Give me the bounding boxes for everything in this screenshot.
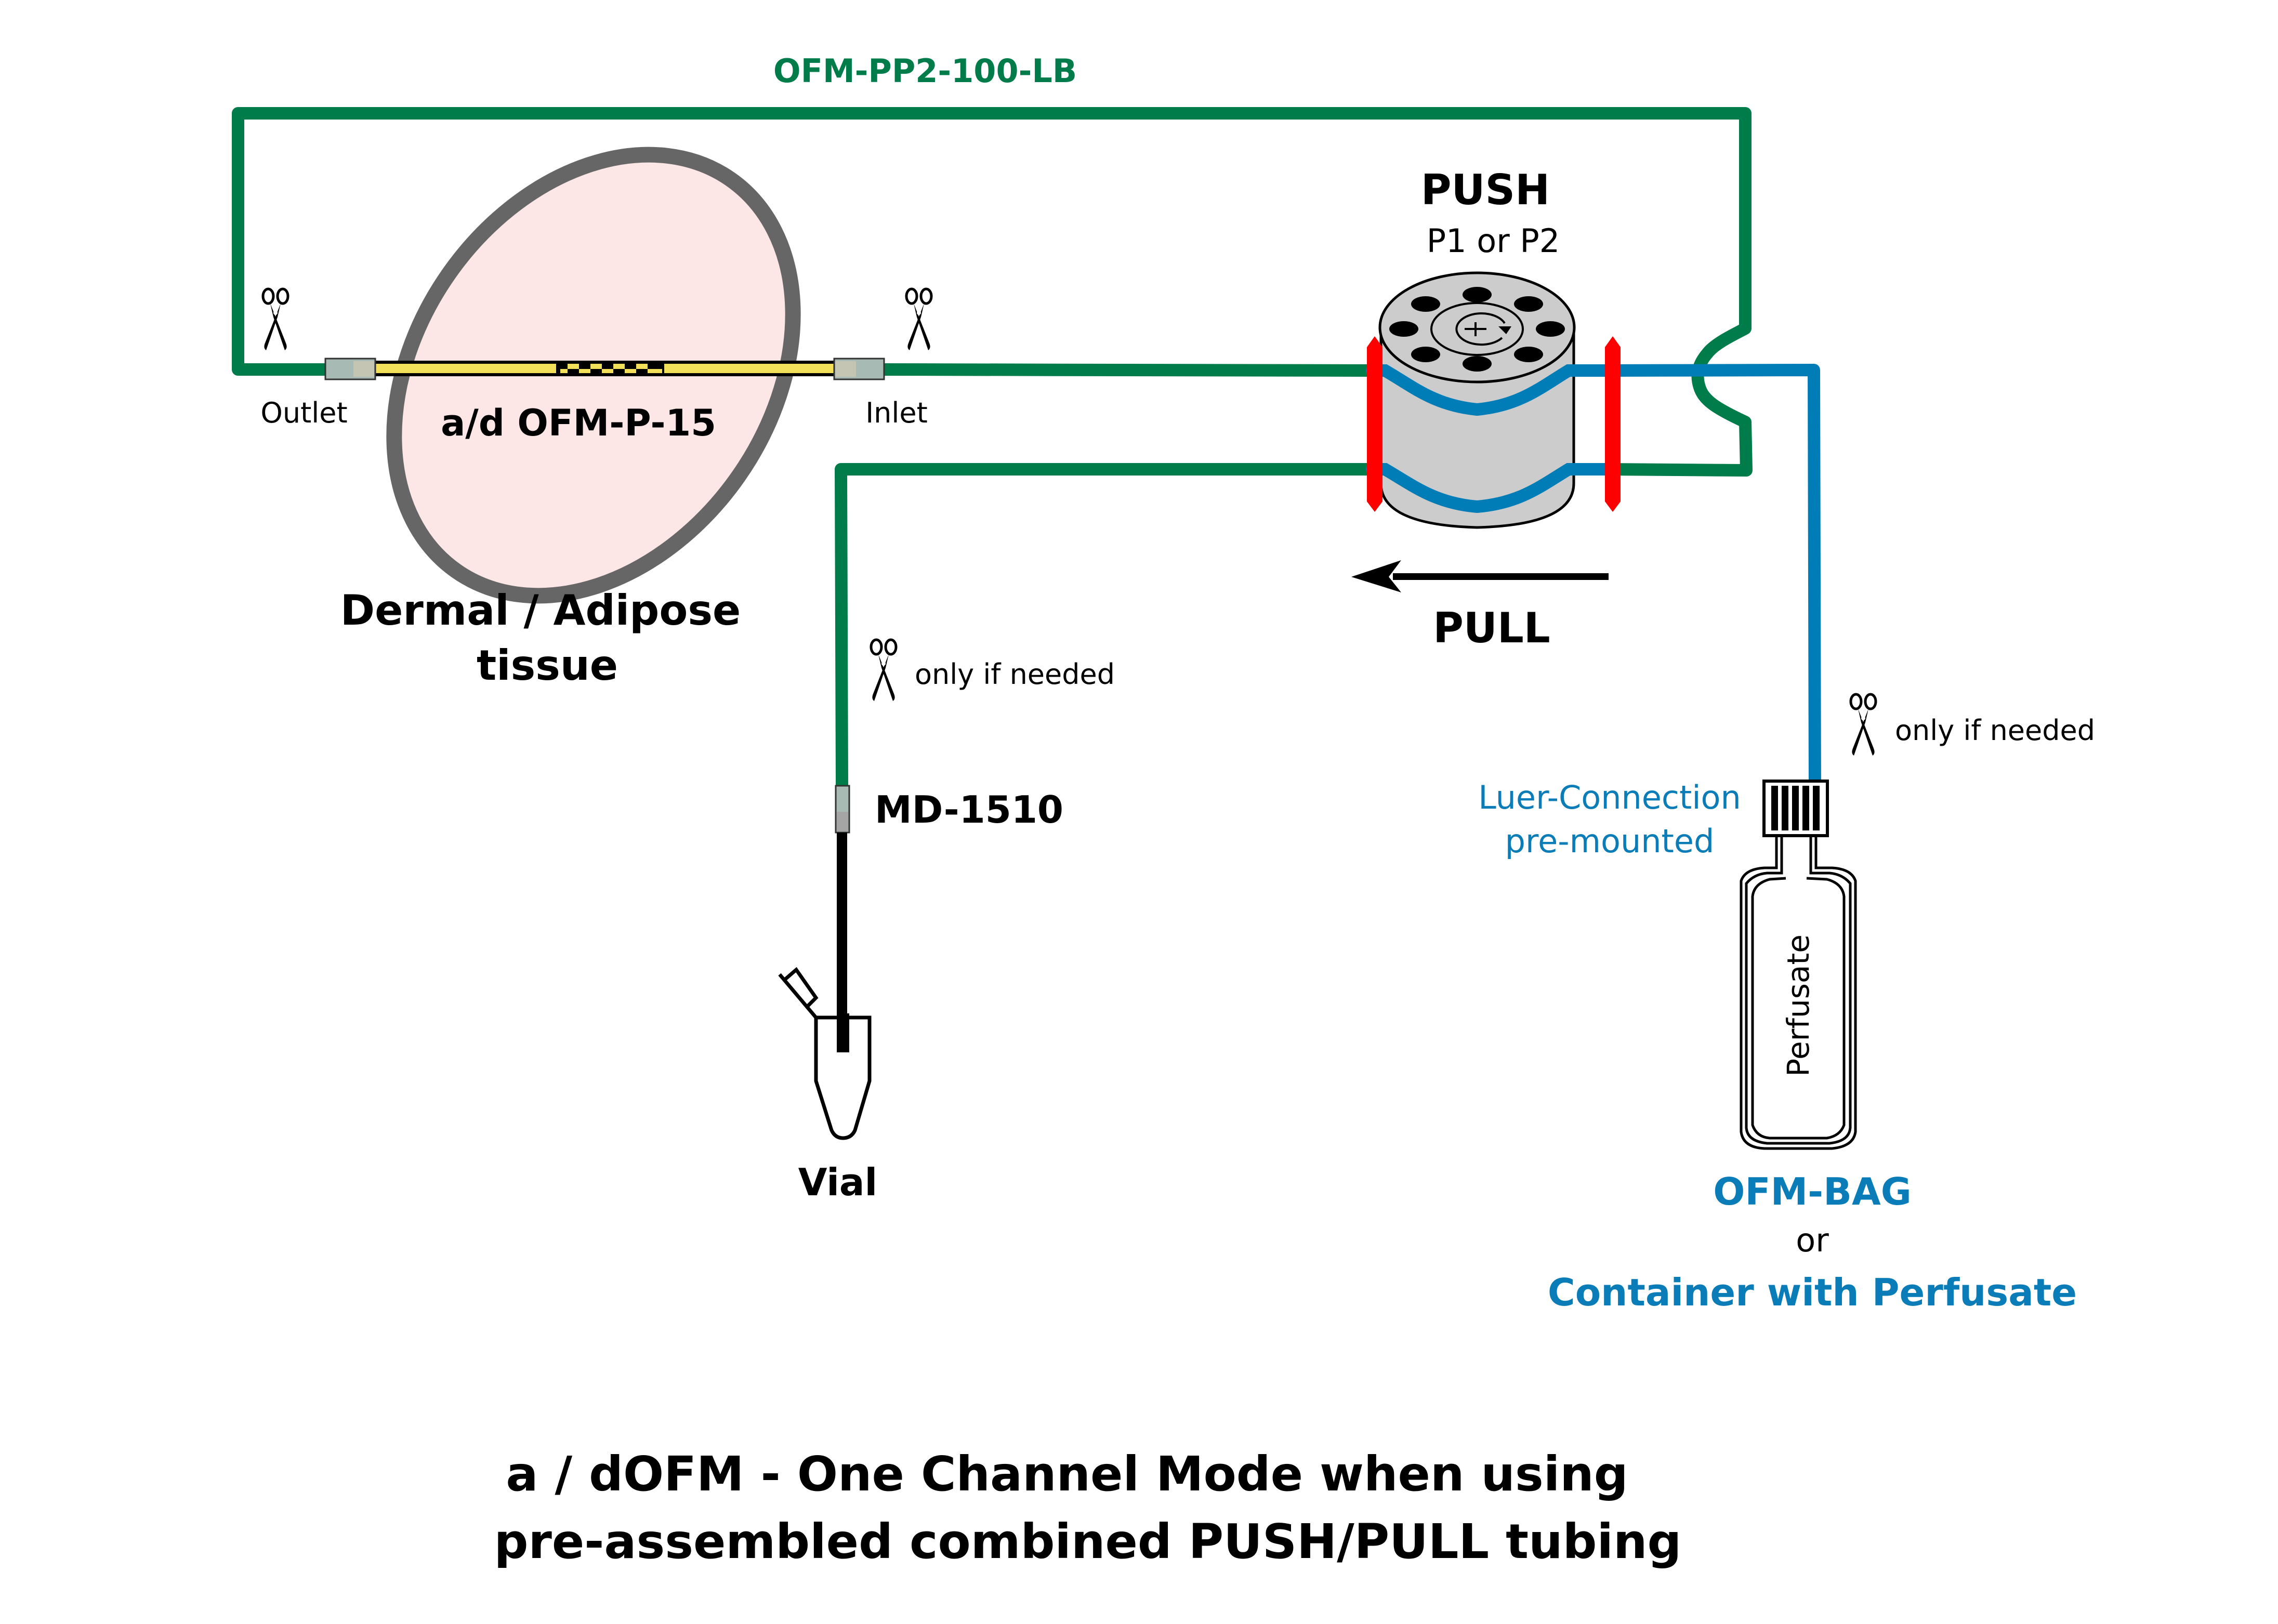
cut-note-right: only if needed: [1895, 714, 2095, 747]
tissue-label-line2: tissue: [477, 641, 618, 690]
scissors-icon-pull-line: [871, 640, 896, 701]
vial-icon: [778, 967, 872, 1140]
luer-label-line2: pre-mounted: [1505, 822, 1715, 860]
md-1510-connector: [835, 785, 850, 1030]
scissors-icon-inlet: [906, 289, 931, 350]
cut-note-left: only if needed: [915, 658, 1115, 691]
caption-line2: pre-assembled combined PUSH/PULL tubing: [494, 1514, 1682, 1569]
pump-rollers: [1389, 287, 1565, 372]
green-tube-pull-line: [835, 463, 1372, 788]
pull-arrow-icon: [1351, 560, 1609, 592]
pump-tube-lower: [1366, 463, 1612, 513]
md-1510-label: MD-1510: [875, 788, 1063, 831]
pump-tube-upper: [1366, 364, 1612, 416]
green-tube-inlet-line: [883, 363, 1373, 377]
bag-name-label: OFM-BAG: [1713, 1170, 1912, 1213]
pump-clamp-right: [1605, 336, 1621, 512]
pump-clamp-left: [1367, 336, 1382, 512]
scissors-icon-outlet: [263, 289, 288, 350]
probe: [324, 358, 885, 380]
rotation-direction-icon: [1430, 302, 1524, 356]
push-subtitle: P1 or P2: [1427, 222, 1560, 260]
or-label: or: [1796, 1221, 1829, 1259]
tubing-name-label: OFM-PP2-100-LB: [773, 52, 1077, 90]
container-label: Container with Perfusate: [1548, 1271, 2077, 1314]
probe-name-label: a/d OFM-P-15: [441, 402, 716, 444]
outlet-connector: [324, 358, 376, 380]
tissue-label-line1: Dermal / Adipose: [340, 586, 741, 635]
caption-line1: a / dOFM - One Channel Mode when using: [506, 1446, 1628, 1502]
bag-content-label: Perfusate: [1781, 934, 1816, 1077]
perfusate-bag-icon: [1740, 780, 1857, 1150]
rotation-arrowhead: [1498, 326, 1511, 334]
pull-title: PULL: [1433, 604, 1550, 652]
vial-label: Vial: [798, 1160, 877, 1204]
inlet-label: Inlet: [865, 397, 928, 429]
scissors-icon-blue-line: [1851, 694, 1876, 756]
black-outlet-tube: [837, 833, 847, 1030]
blue-tube-to-bag: [1605, 364, 1821, 793]
pump-head: [1366, 271, 1621, 529]
outlet-label: Outlet: [260, 397, 347, 429]
probe-exchange-area: [556, 363, 664, 374]
blue-perfusate-tube: [1605, 364, 1821, 793]
pump-cylinder-body: [1379, 328, 1575, 529]
push-title: PUSH: [1421, 166, 1550, 214]
luer-label-line1: Luer-Connection: [1478, 778, 1741, 816]
inlet-connector: [833, 358, 885, 380]
vial-inserted-tube: [837, 1013, 849, 1052]
